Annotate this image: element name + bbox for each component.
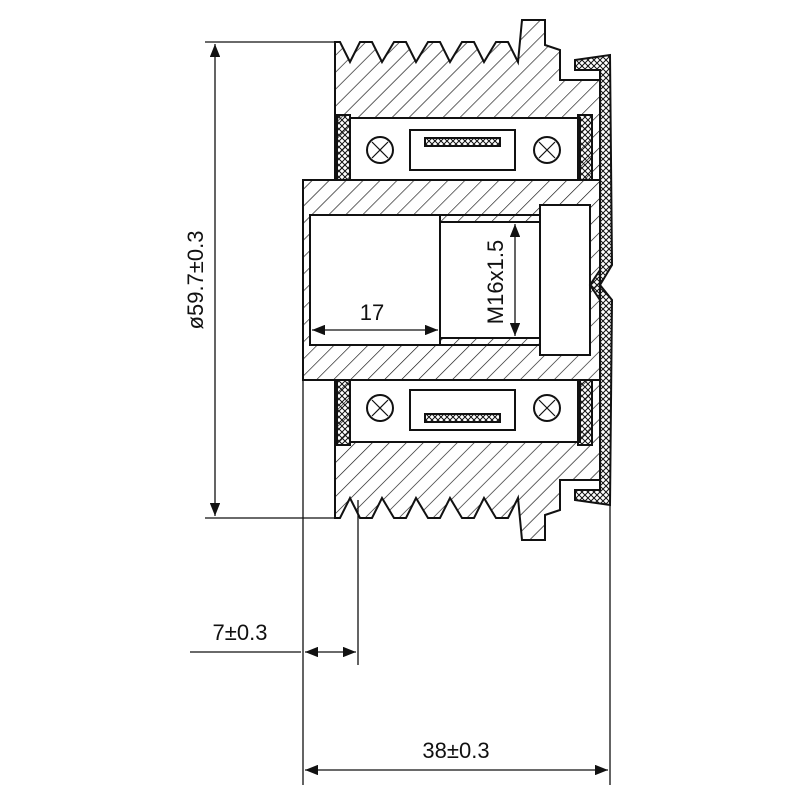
cover-cap [574,53,614,507]
counterbore [539,204,591,356]
offset-label: 7±0.3 [213,620,268,645]
thread-label: M16x1.5 [483,240,508,324]
bore [309,214,441,346]
diameter-label: ø59.7±0.3 [183,231,208,330]
thread-bore [439,221,541,339]
bore-depth-label: 17 [360,300,384,325]
overall-width-label: 38±0.3 [422,738,489,763]
